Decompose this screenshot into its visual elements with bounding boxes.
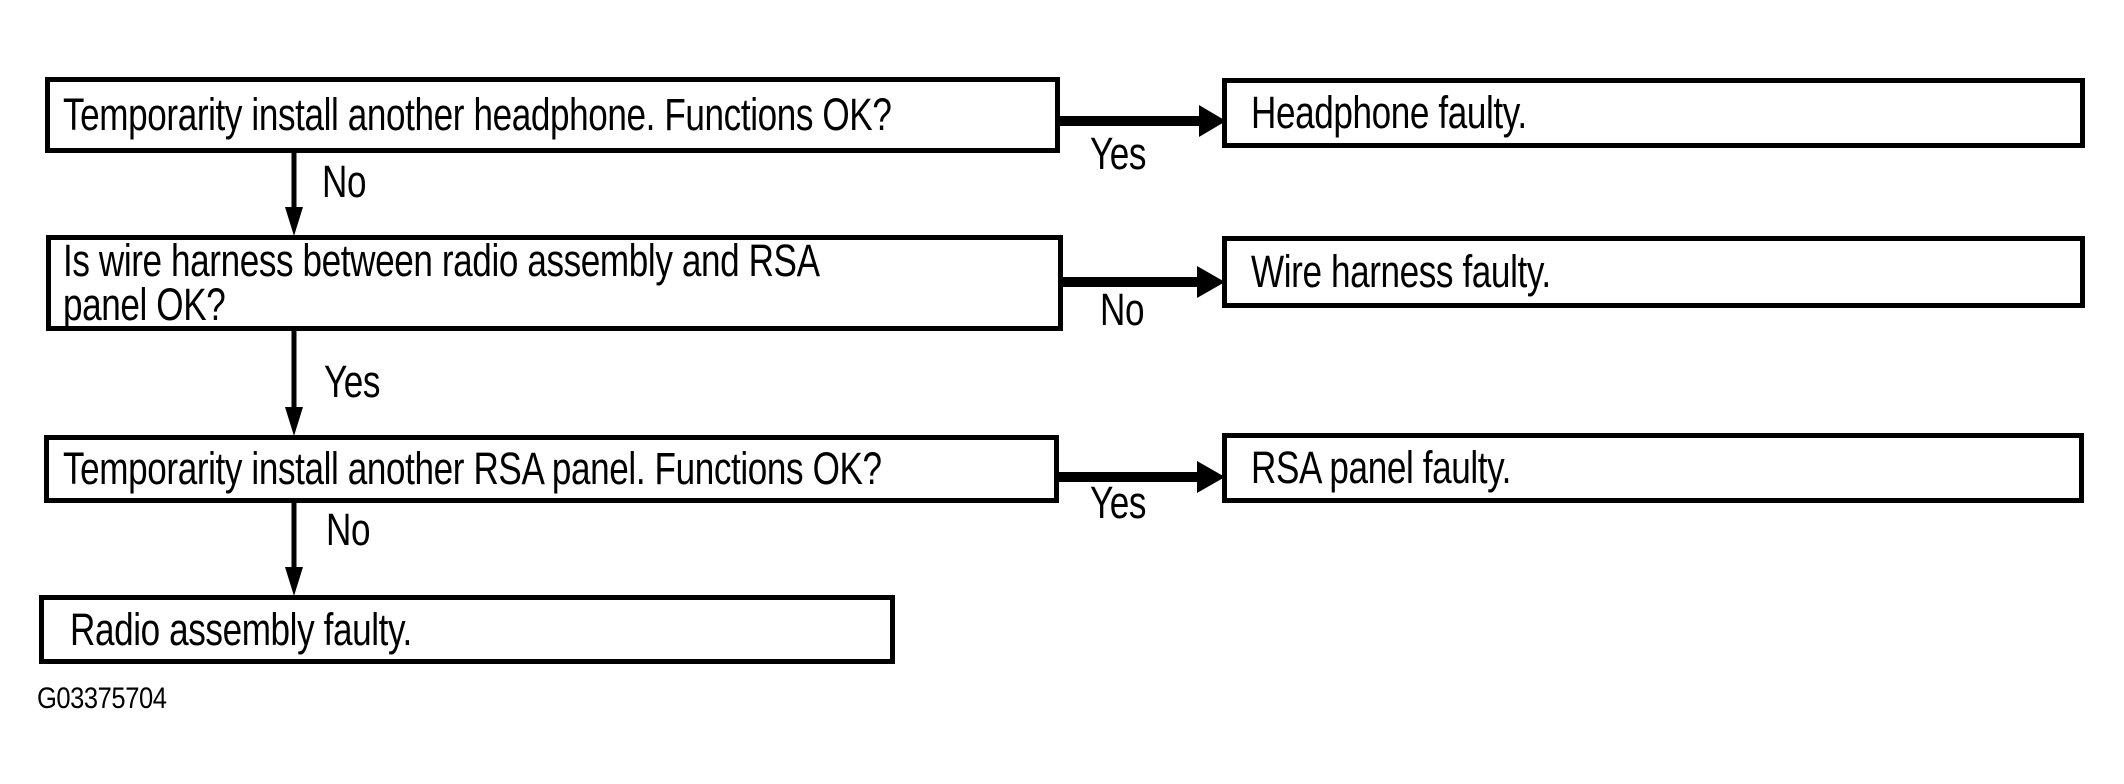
- figure-id: G03375704: [37, 682, 167, 715]
- branch-label-q3-yes: Yes: [1090, 477, 1147, 528]
- branch-label-q2-no: No: [1100, 284, 1145, 335]
- node-question-wire-harness: Is wire harness between radio assembly a…: [46, 235, 1063, 331]
- arrow-q2-right-head: [1197, 266, 1225, 298]
- node-result-headphone: Headphone faulty.: [1222, 78, 2085, 148]
- branch-label-q1-no: No: [322, 156, 367, 207]
- branch-label-q3-no: No: [326, 504, 371, 555]
- branch-label-q2-yes: Yes: [324, 356, 381, 407]
- node-result-rsa-panel-text: RSA panel faulty.: [1251, 442, 1512, 493]
- node-question-wire-harness-line2: panel OK?: [63, 279, 226, 330]
- node-result-wire-harness-text: Wire harness faulty.: [1251, 246, 1551, 297]
- node-result-rsa-panel: RSA panel faulty.: [1222, 433, 2084, 503]
- node-result-wire-harness: Wire harness faulty.: [1222, 236, 2085, 308]
- node-question-rsa-panel: Temporarity install another RSA panel. F…: [44, 435, 1059, 503]
- node-question-headphone-text: Temporarity install another headphone. F…: [63, 89, 892, 140]
- node-question-wire-harness-line1: Is wire harness between radio assembly a…: [63, 235, 820, 286]
- node-result-headphone-text: Headphone faulty.: [1251, 87, 1527, 138]
- arrow-q3-down-head: [285, 567, 303, 596]
- node-result-radio-assembly-text: Radio assembly faulty.: [70, 603, 412, 655]
- node-question-headphone: Temporarity install another headphone. F…: [45, 77, 1060, 153]
- node-result-radio-assembly: Radio assembly faulty.: [39, 595, 895, 664]
- arrow-q2-down-head: [285, 407, 303, 436]
- branch-label-q1-yes: Yes: [1090, 128, 1147, 179]
- node-question-rsa-panel-text: Temporarity install another RSA panel. F…: [63, 443, 882, 494]
- arrow-q3-right-head: [1197, 461, 1225, 493]
- arrow-q1-down-head: [285, 207, 303, 236]
